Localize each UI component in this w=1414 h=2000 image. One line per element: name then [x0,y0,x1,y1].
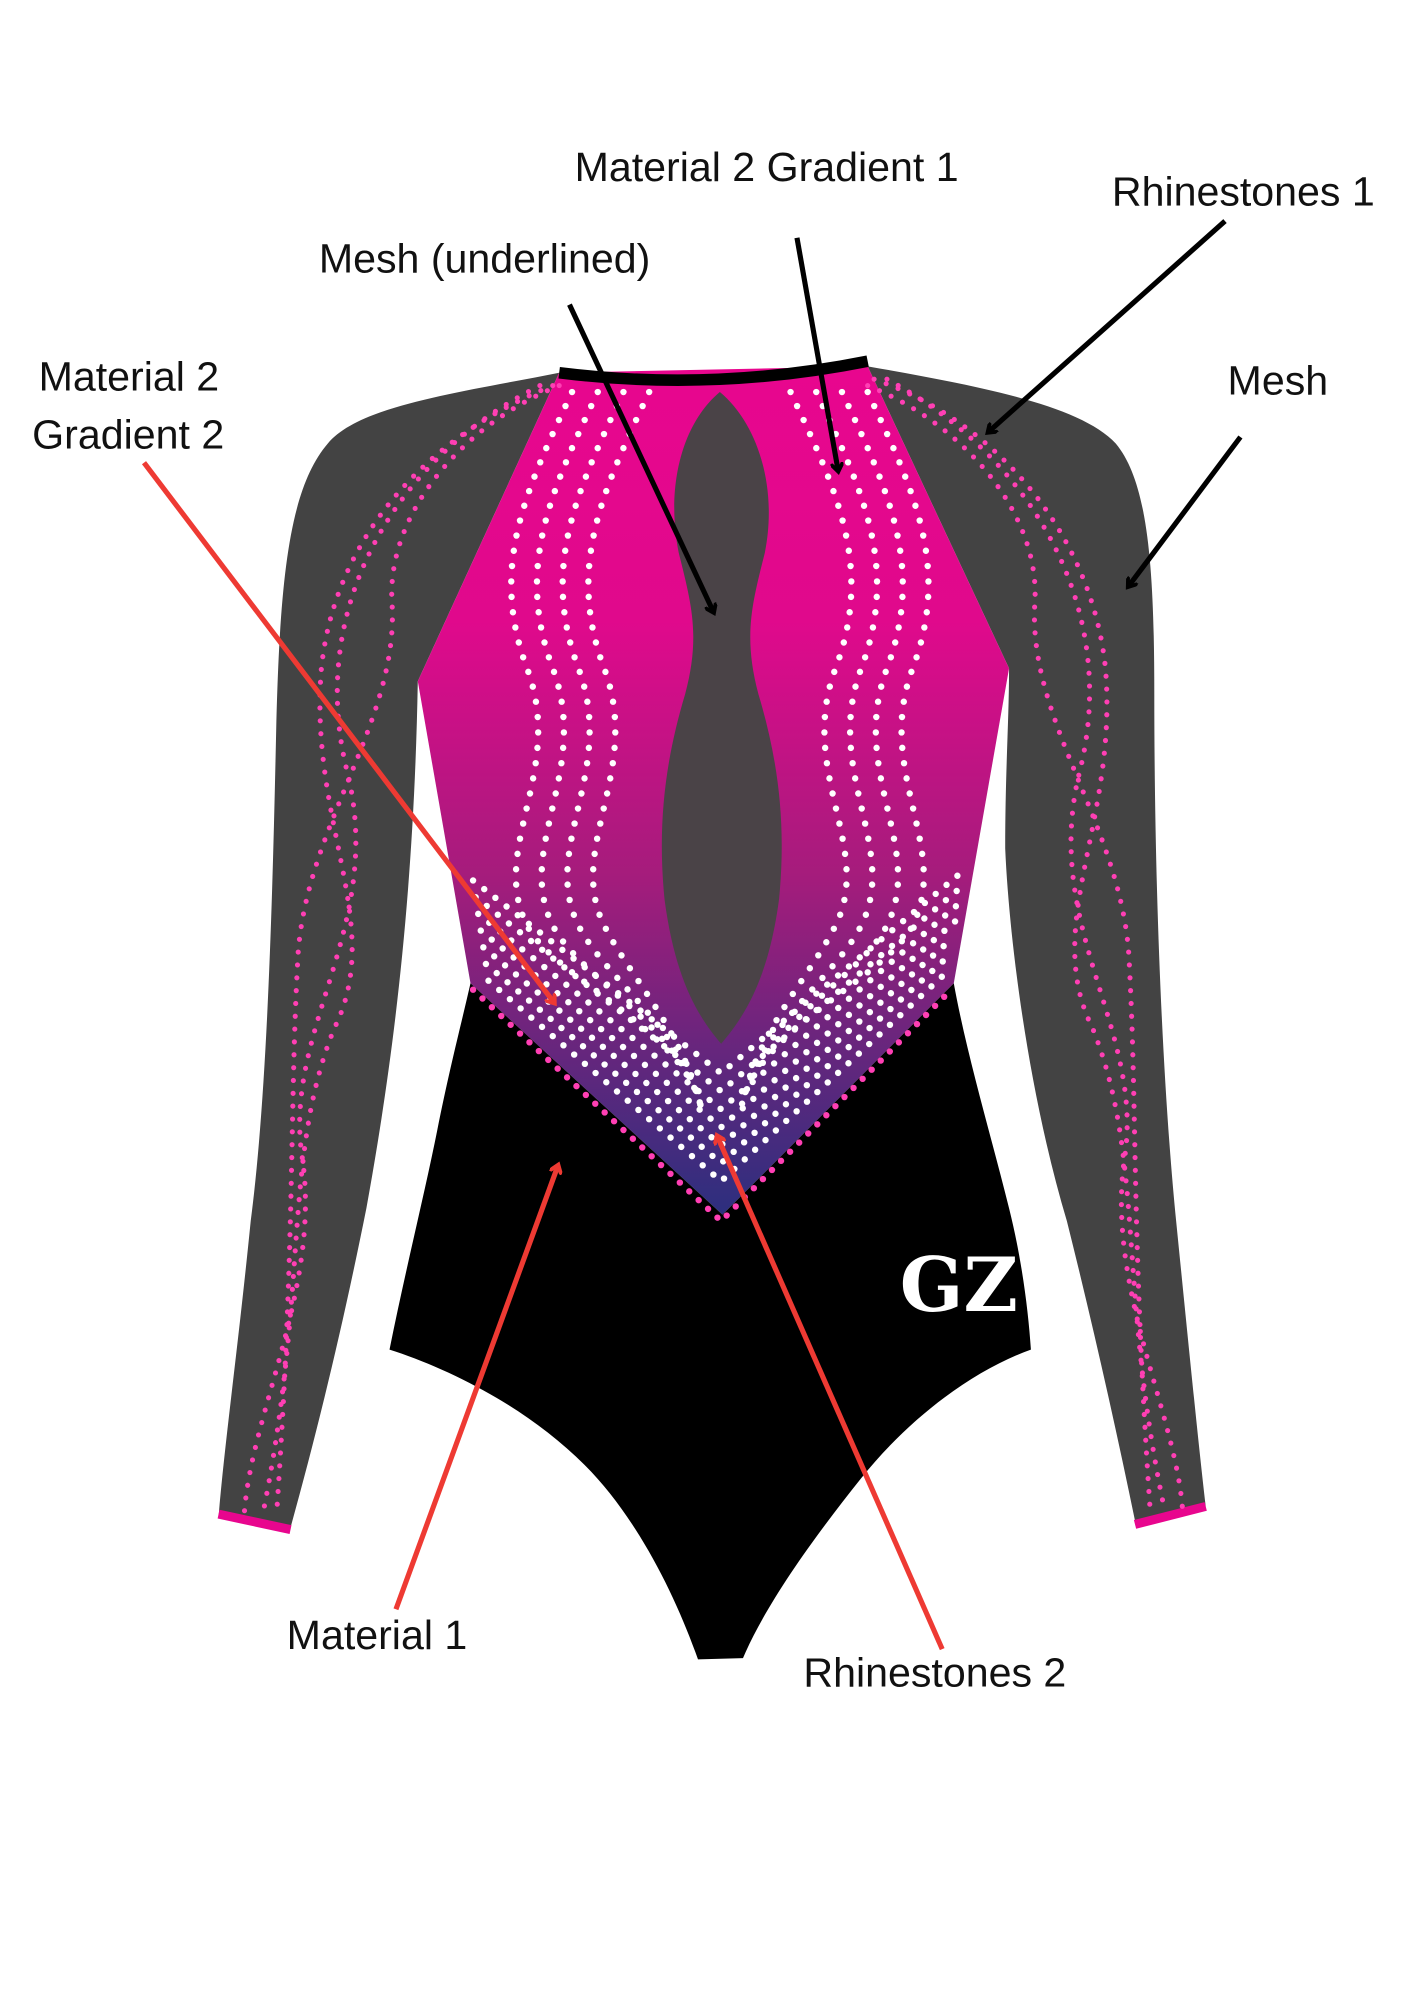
label-material2-gradient1: Material 2 Gradient 1 [575,144,959,190]
rhinestone-line-white [738,388,906,1109]
arrow-mesh-underlined [567,303,713,612]
rhinestone-line-white [533,388,704,1109]
right-sleeve-mesh [867,366,1206,1527]
left-cuff [217,1509,292,1534]
rhinestone-border-pink [469,986,955,1226]
label-rhinestones2: Rhinestones 2 [803,1649,1066,1695]
rhinestone-line-pink [865,383,1154,1517]
label-mesh: Mesh [1228,358,1329,404]
rhinestone-line-white [559,388,704,1109]
arrow-rhinestones1 [988,219,1227,432]
rhinestone-chevron-white [482,950,955,1168]
arrow-rhinestones2 [717,1136,945,1651]
arrow-material2-gradient2 [141,461,554,1003]
rhinestone-chevron-white [477,917,960,1132]
label-material2-gradient2-line2: Gradient 2 [32,412,224,458]
rhinestone-line-pink [260,383,556,1513]
arrow-mesh [1129,435,1243,586]
rhinestone-line-white [738,388,881,1109]
rhinestone-chevron-white [474,900,963,1114]
label-material2-gradient2-line1: Material 2 [39,354,220,400]
brand-logo: GZ [900,1241,1018,1329]
rhinestone-line-white [585,388,704,1109]
label-mesh-underlined: Mesh (underlined) [319,235,650,281]
body-material1 [389,983,1031,1660]
rhinestone-line-white [738,388,855,1109]
arrow-material1 [393,1166,558,1611]
rhinestone-line-pink [884,376,1186,1513]
neck-band [558,355,869,386]
rhinestone-line-pink [273,383,562,1520]
arrow-material2-gradient1 [794,237,838,471]
rhinestones [241,376,1186,1520]
rhinestone-chevron-white [472,883,965,1096]
rhinestone-line-pink [241,383,543,1517]
right-cuff [1133,1502,1207,1529]
label-rhinestones1: Rhinestones 1 [1112,169,1375,215]
keyhole-mesh [661,392,782,1044]
rhinestone-chevron-white [469,866,968,1078]
label-material1: Material 1 [287,1612,468,1658]
left-sleeve-mesh [218,372,560,1533]
